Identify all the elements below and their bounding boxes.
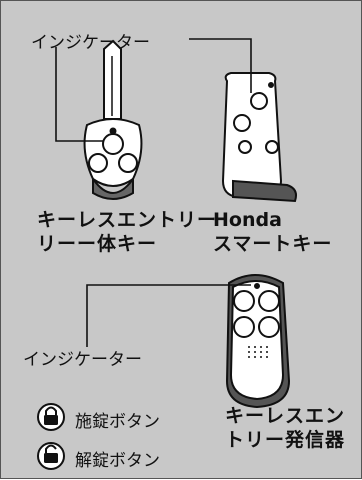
remote-key-label-line1: キーレスエントリー — [37, 209, 218, 231]
keyless-transmitter — [225, 274, 291, 409]
key-lock-button — [102, 133, 124, 155]
transmitter-panic-button — [258, 316, 280, 338]
indicator-label-bottom: インジケーター — [23, 350, 142, 370]
indicator-label-top: インジケーター — [31, 33, 150, 53]
smart-key-body — [221, 72, 283, 198]
smart-key-indicator-led — [268, 82, 274, 88]
leader-line-remote-key — [55, 47, 103, 142]
leader-line-smart-key — [189, 38, 252, 93]
leader-lines — [55, 38, 252, 347]
smart-key-lock-button — [250, 92, 268, 110]
leader-line-transmitter — [86, 284, 251, 347]
smart-key-label-line2: スマートキー — [213, 233, 333, 255]
key-grip — [92, 175, 134, 200]
transmitter-lock-button — [233, 290, 255, 312]
smart-key — [221, 72, 297, 203]
keyless-label-line1: キーレスエン — [225, 405, 346, 427]
unlock-icon — [37, 442, 65, 470]
key-unlock-button — [88, 153, 108, 173]
keyless-label-line2: トリー発信器 — [225, 429, 346, 451]
smart-key-label-line1: Honda — [213, 209, 282, 231]
lock-icon — [37, 403, 65, 431]
remote-key — [83, 39, 143, 200]
transmitter-unlock-button — [258, 290, 280, 312]
key-indicator-led — [109, 127, 117, 135]
key-trunk-button — [118, 153, 138, 173]
smart-key-trunk-button — [238, 140, 252, 154]
smart-key-unlock-button — [233, 114, 251, 132]
transmitter-speaker-grille — [248, 346, 268, 358]
lock-button-legend: 施錠ボタン — [75, 412, 160, 432]
unlock-button-legend: 解錠ボタン — [75, 451, 160, 471]
transmitter-indicator-led — [254, 283, 260, 289]
remote-key-label-line2: リーー体キー — [37, 233, 158, 255]
transmitter-trunk-button — [233, 316, 255, 338]
smart-key-panic-button — [265, 140, 279, 154]
smart-key-bottom-cap — [232, 179, 297, 203]
